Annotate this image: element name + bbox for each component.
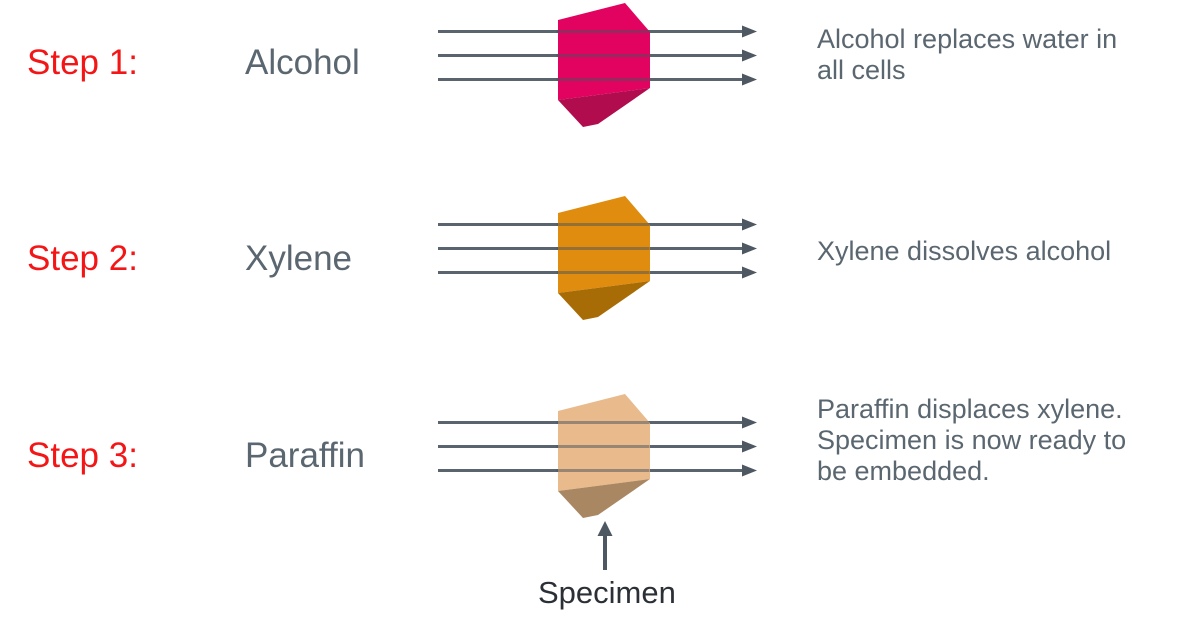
step-1-description: Alcohol replaces water in all cells (817, 24, 1117, 86)
beam-arrowhead-icons (742, 25, 757, 86)
specimen-box-bottom (558, 281, 650, 320)
step-3-description: Paraffin displaces xylene. Specimen is n… (817, 394, 1126, 487)
step-3-description-line-1: Paraffin displaces xylene. (817, 394, 1123, 424)
specimen-box-front (558, 3, 650, 100)
step-1-description-line-1: Alcohol replaces water in (817, 24, 1118, 54)
step-2-description: Xylene dissolves alcohol (817, 236, 1111, 267)
step-1-description-line-2: all cells (817, 55, 906, 85)
step-2-beam-diagram (438, 196, 757, 320)
specimen-box-bottom (558, 479, 650, 518)
step-2-label: Step 2: (27, 239, 138, 278)
step-3-beam-diagram (438, 394, 757, 518)
step-2-chemical-label: Xylene (245, 239, 353, 278)
specimen-box-front (558, 196, 650, 293)
beam-arrowhead-icons (742, 416, 757, 477)
step-1-chemical-label: Alcohol (245, 43, 360, 82)
step-3-chemical-label: Paraffin (245, 436, 365, 475)
beam-through-lines (556, 30, 650, 81)
step-3-description-line-3: be embedded. (817, 456, 990, 486)
specimen-label: Specimen (538, 575, 676, 610)
step-1-label: Step 1: (27, 43, 138, 82)
step-3-description-line-2: Specimen is now ready to (817, 425, 1127, 455)
step-1-beam-diagram (438, 3, 757, 127)
specimen-box-bottom (558, 88, 650, 127)
specimen-pointer (597, 521, 613, 570)
beam-through-lines (556, 421, 650, 472)
specimen-box-front (558, 394, 650, 491)
step-2-description-line-1: Xylene dissolves alcohol (817, 236, 1112, 266)
beam-arrowhead-icons (742, 218, 757, 279)
up-arrow-icon (597, 521, 613, 570)
beam-through-lines (556, 223, 650, 274)
step-3-label: Step 3: (27, 436, 138, 475)
